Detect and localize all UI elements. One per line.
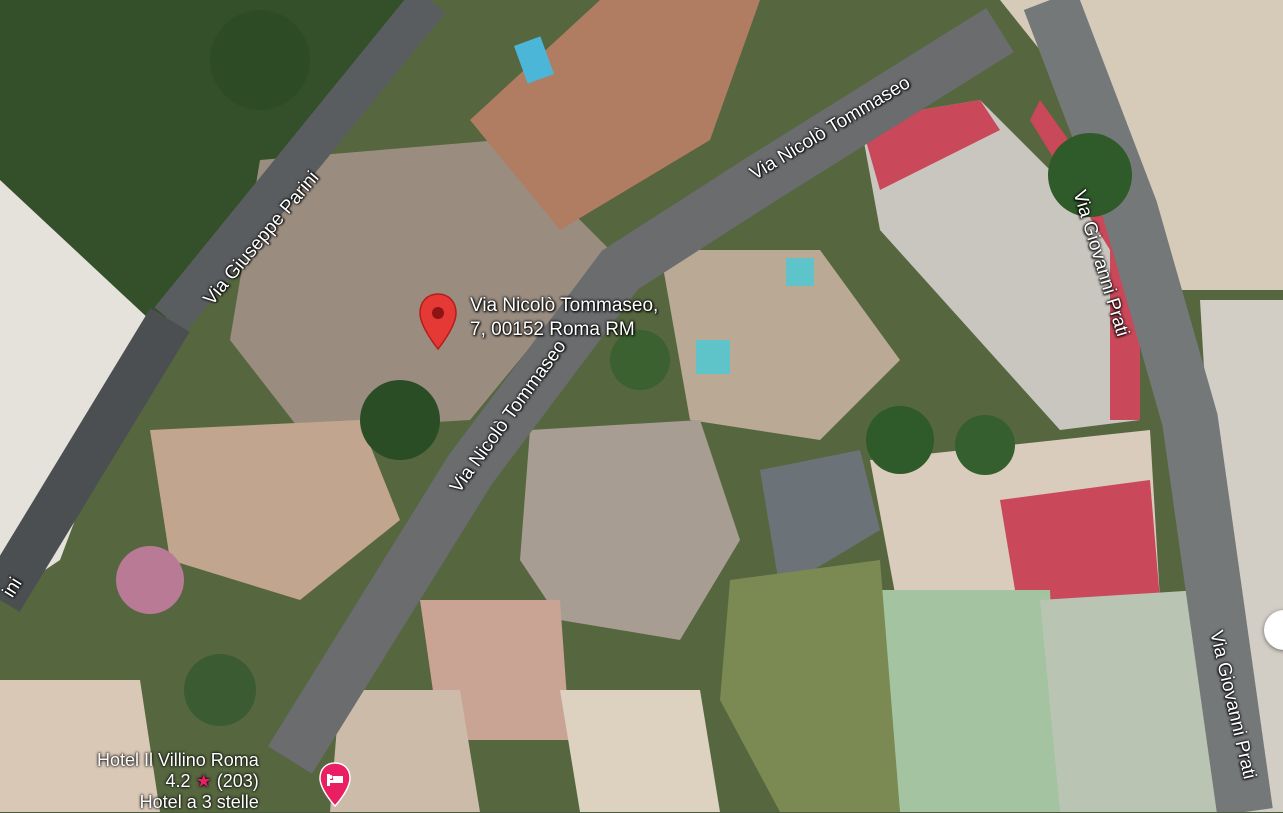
pin-address[interactable]: Via Nicolò Tommaseo, 7, 00152 Roma RM [470,294,658,342]
pin-address-line2: 7, 00152 Roma RM [470,319,635,340]
poi-reviews: (203) [216,771,259,791]
hotel-bed-icon[interactable] [318,762,352,808]
poi-category: Hotel a 3 stelle [139,792,259,812]
poi-rating-row: 4.2 ★ (203) [97,771,259,792]
poi-rating: 4.2 [165,771,191,791]
star-icon: ★ [195,771,212,791]
poi-name: Hotel Il Villino Roma [97,750,259,770]
map-control-button[interactable] [1264,610,1283,650]
poi-hotel[interactable]: Hotel Il Villino Roma 4.2 ★ (203) Hotel … [97,750,259,813]
pin-address-line1: Via Nicolò Tommaseo, [470,295,659,316]
location-pin-icon[interactable] [418,293,458,351]
